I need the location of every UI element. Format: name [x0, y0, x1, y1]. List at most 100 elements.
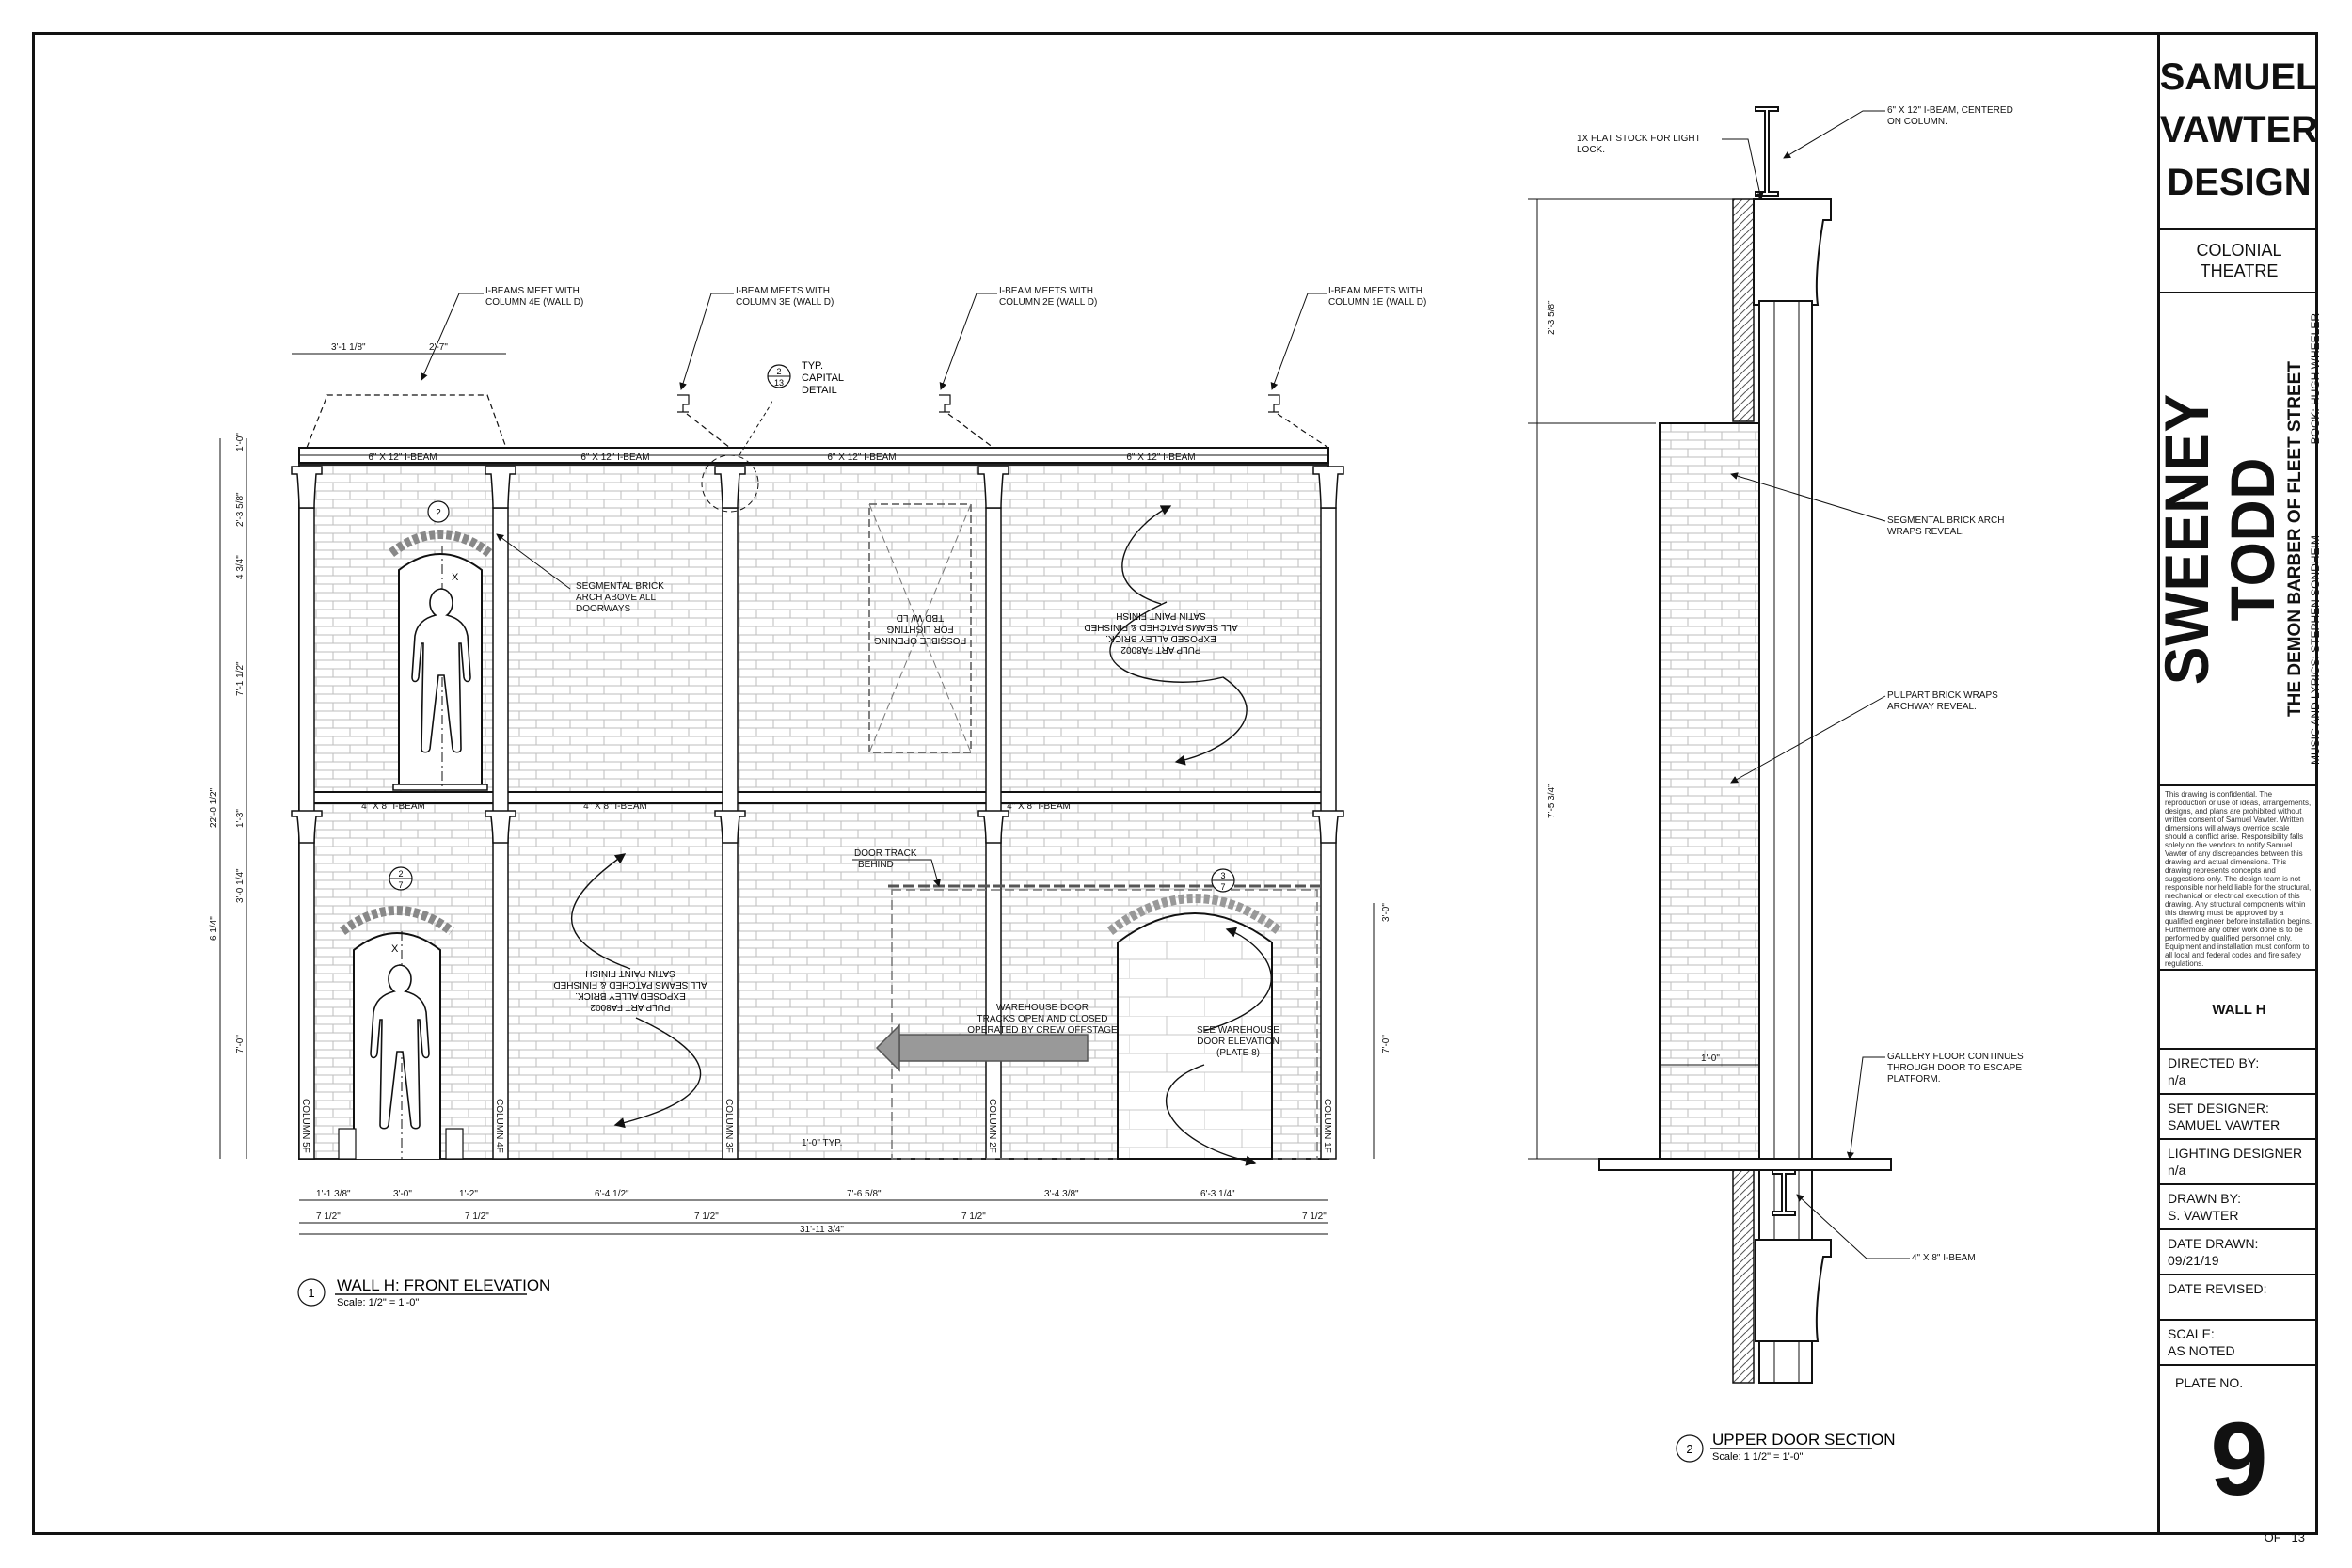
dimension: 7 1/2": [961, 1212, 986, 1222]
note-ibeam-col4e: COLUMN 4E (WALL D): [485, 297, 583, 308]
dimension: 3'-4 3/8": [1044, 1189, 1079, 1199]
beam-label: 6" X 12" I-BEAM: [827, 452, 896, 463]
lower-doorway: X 2 7: [338, 866, 464, 1160]
section-gallery-floor: [1598, 1158, 1892, 1171]
venue-line: THEATRE: [2200, 261, 2279, 280]
dimension: 7'-0": [235, 1035, 246, 1053]
view-title-elevation: 1 WALL H: FRONT ELEVATION Scale: 1/2" = …: [297, 1276, 550, 1308]
plate-number: 9: [2210, 1402, 2268, 1517]
note-segmental-arch: ARCH ABOVE ALL: [576, 593, 656, 603]
human-figure-icon: [411, 588, 471, 753]
note-ibeam-col1e: I-BEAM MEETS WITH: [1328, 286, 1422, 296]
note-gallery: PLATFORM.: [1887, 1074, 1940, 1085]
note-ibeam-col4e: I-BEAMS MEET WITH: [485, 286, 580, 296]
dimension: 6'-4 1/2": [595, 1189, 629, 1199]
section-brick-reveal: [1659, 422, 1760, 1160]
view-title: WALL H: FRONT ELEVATION: [337, 1276, 550, 1294]
dimension: 7 1/2": [465, 1212, 489, 1222]
column-1f: [1312, 466, 1344, 1160]
field-label: DIRECTED BY:: [2168, 1055, 2260, 1070]
dimension: 4 3/4": [235, 555, 246, 579]
beam-label: 4" X 8" I-BEAM: [361, 801, 425, 812]
upper-doorway: X 2: [388, 500, 493, 791]
firm-name-line: VAWTER: [2159, 109, 2319, 150]
note-see-warehouse: DOOR ELEVATION: [1197, 1037, 1279, 1047]
show-title: SWEENEY TODD: [2152, 392, 2287, 686]
center-mark: X: [391, 943, 399, 955]
note-brick-finish: EXPOSED ALLEY BRICK.: [1105, 633, 1216, 643]
note-brick-finish: PULP ART FA8002: [1120, 644, 1200, 655]
note-brick-finish: EXPOSED ALLEY BRICK.: [575, 990, 686, 1001]
note-gallery: GALLERY FLOOR CONTINUES: [1887, 1052, 2024, 1062]
field-directed-by: DIRECTED BY: n/a: [2160, 1050, 2318, 1095]
note-beam-top: ON COLUMN.: [1887, 117, 1947, 127]
section-wall-lower: [1732, 1167, 1755, 1384]
callout-number: 2: [776, 367, 781, 376]
note-flat-stock: LOCK.: [1577, 145, 1605, 155]
disclaimer: This drawing is confidential. The reprod…: [2160, 786, 2318, 971]
beam-label: 6" X 12" I-BEAM: [580, 452, 649, 463]
dimension: 6 1/4": [209, 916, 219, 941]
note-flat-stock: 1X FLAT STOCK FOR LIGHT: [1577, 134, 1701, 144]
dimension: 7 1/2": [316, 1212, 341, 1222]
book-credit: BOOK: HUGH WHEELER: [2309, 313, 2322, 445]
beam-label: 6" X 12" I-BEAM: [1126, 452, 1195, 463]
field-value: n/a: [2168, 1072, 2186, 1087]
beam-label: 4" X 8" I-BEAM: [583, 801, 647, 812]
field-value: AS NOTED: [2168, 1343, 2235, 1358]
view-scale: Scale: 1/2" = 1'-0": [337, 1297, 419, 1308]
field-value: S. VAWTER: [2168, 1208, 2239, 1223]
venue-line: COLONIAL: [2196, 241, 2282, 260]
dimension: 31'-11 3/4": [800, 1225, 844, 1235]
note-ibeam-col2e: I-BEAM MEETS WITH: [999, 286, 1093, 296]
note-ibeam-col2e: COLUMN 2E (WALL D): [999, 297, 1097, 308]
dimension: 7'-5 3/4": [1547, 784, 1557, 818]
firm-name-line: SAMUEL: [2159, 56, 2319, 98]
dimension: 7 1/2": [1302, 1212, 1327, 1222]
column-label-5f: COLUMN 5F: [300, 1099, 310, 1153]
note-typ-capital: DETAIL: [802, 385, 837, 396]
callout-number: 13: [774, 378, 784, 388]
note-door-track: BEHIND: [858, 860, 894, 870]
note-segmental-arch: DOORWAYS: [576, 604, 630, 614]
field-label: DATE DRAWN:: [2168, 1236, 2259, 1251]
beam-label: 6" X 12" I-BEAM: [368, 452, 437, 463]
firm-name-line: DESIGN: [2167, 162, 2312, 203]
dimension: 6'-3 1/4": [1200, 1189, 1235, 1199]
music-credit: MUSIC AND LYRICS: STEPHEN SONDHEIM: [2309, 535, 2322, 765]
dimension: 1'-1 3/8": [316, 1189, 351, 1199]
callout-number: 2: [398, 869, 403, 879]
note-segmental-arch: SEGMENTAL BRICK: [576, 581, 664, 592]
callout-number: 7: [398, 880, 403, 890]
warehouse-door: 3 7: [875, 868, 1321, 1160]
drawing-sheet-border: [32, 32, 2318, 1535]
plate-of-label: OF: [2264, 1530, 2281, 1544]
column-5f: [291, 466, 323, 1160]
field-drawn-by: DRAWN BY: S. VAWTER: [2160, 1185, 2318, 1230]
note-ibeam-col3e: I-BEAM MEETS WITH: [736, 286, 830, 296]
field-label: SET DESIGNER:: [2168, 1101, 2269, 1116]
note-warehouse-door: TRACKS OPEN AND CLOSED: [977, 1014, 1108, 1024]
note-ibeam-col3e: COLUMN 3E (WALL D): [736, 297, 834, 308]
note-brick-finish: ALL SEAMS PATCHED & FINISHED: [1084, 622, 1237, 632]
dimension: 3'-0": [1381, 903, 1391, 922]
note-section-segmental-arch: SEGMENTAL BRICK ARCH: [1887, 515, 2004, 526]
callout-number: 3: [1220, 871, 1225, 880]
note-brick-finish: ALL SEAMS PATCHED & FINISHED: [553, 979, 707, 990]
field-date-drawn: DATE DRAWN: 09/21/19: [2160, 1230, 2318, 1275]
view-scale: Scale: 1 1/2" = 1'-0": [1712, 1451, 1804, 1463]
note-typ-capital: CAPITAL: [802, 372, 844, 384]
beam-label: 4" X 8" I-BEAM: [1007, 801, 1071, 812]
plate-label: PLATE NO.: [2175, 1375, 2244, 1390]
columns: [291, 466, 1344, 1160]
mid-ibeam: [298, 791, 1329, 804]
show-title-block: SWEENEY TODD THE DEMON BARBER OF FLEET S…: [2152, 293, 2322, 786]
dimension: 1'-3": [235, 809, 246, 828]
dimension: 7 1/2": [694, 1212, 719, 1222]
detail-callout: [427, 500, 450, 523]
dimension: 2'-3 5/8": [1547, 300, 1557, 335]
note-brick-finish: SATIN PAINT FINISH: [585, 968, 675, 978]
view-title: UPPER DOOR SECTION: [1712, 1431, 1896, 1449]
note-see-warehouse: SEE WAREHOUSE: [1197, 1025, 1279, 1036]
note-gallery: THROUGH DOOR TO ESCAPE: [1887, 1063, 2022, 1073]
